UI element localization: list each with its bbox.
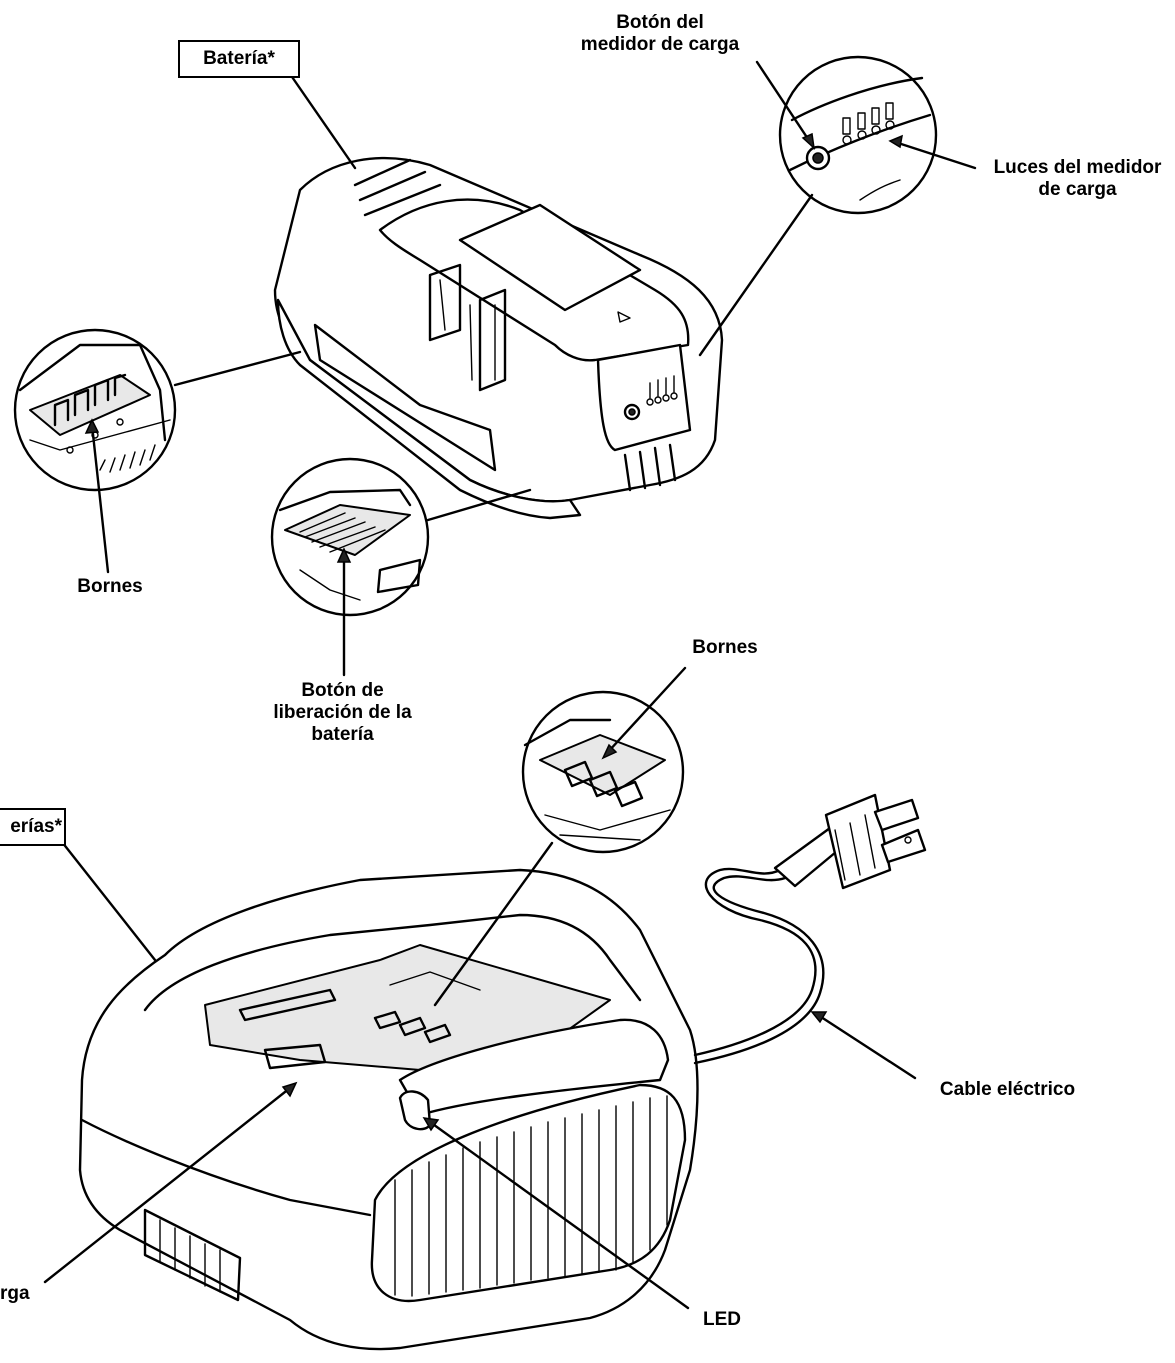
gauge-zoom-circle xyxy=(778,55,938,215)
gauge-button-arrow xyxy=(755,60,814,147)
gauge-zoom-connector xyxy=(698,193,814,357)
battery-label-box: Batería* xyxy=(178,40,300,78)
charger-terminals-arrow xyxy=(606,666,687,754)
power-cord-label: Cable eléctrico xyxy=(925,1079,1090,1101)
charge-gauge-button-label-line1: Botón del xyxy=(616,12,704,33)
charge-gauge-lights-label-line1: Luces del medidor xyxy=(993,157,1162,178)
charge-port-arrow xyxy=(43,1086,292,1284)
charge-gauge-lights-label-line2: de carga xyxy=(1038,179,1117,200)
charger-label-box: erías* xyxy=(0,808,66,846)
battery-leader-line xyxy=(288,72,357,170)
charge-port-label: rga xyxy=(0,1283,36,1305)
battery-terminals-connector xyxy=(173,350,302,387)
charge-gauge-button-label: Botón del medidor de carga xyxy=(560,12,760,56)
battery-terminals-arrow xyxy=(90,423,110,574)
charger-terminals-zoom-circle xyxy=(521,690,685,854)
charger-terminals-connector xyxy=(433,841,554,1007)
charger-illustration xyxy=(78,868,699,1351)
battery-illustration xyxy=(273,156,724,520)
charger-terminals-label-text: Bornes xyxy=(692,637,758,658)
battery-terminals-label-text: Bornes xyxy=(77,576,143,597)
battery-release-label-line1: Botón de xyxy=(301,680,384,701)
gauge-lights-arrow xyxy=(893,140,977,170)
battery-label: Batería* xyxy=(203,48,275,69)
charge-gauge-button-label-line2: medidor de carga xyxy=(580,34,740,55)
battery-release-label-line2: liberación de la xyxy=(273,702,412,723)
power-cord-illustration xyxy=(693,793,927,1065)
battery-release-label: Botón de liberación de la batería xyxy=(255,680,430,746)
led-label-text: LED xyxy=(703,1309,741,1330)
release-button-zoom-circle xyxy=(270,457,430,617)
battery-release-label-line3: batería xyxy=(311,724,374,745)
charger-terminals-label: Bornes xyxy=(675,637,775,659)
charger-leader-line xyxy=(60,840,157,962)
release-button-connector xyxy=(426,488,532,522)
charge-port-label-text: rga xyxy=(0,1283,30,1304)
led-label: LED xyxy=(692,1309,752,1331)
led-arrow xyxy=(428,1120,690,1310)
power-cord-arrow xyxy=(816,1013,917,1080)
charger-label: erías* xyxy=(10,816,62,837)
battery-terminals-zoom-circle xyxy=(13,328,177,492)
power-cord-label-text: Cable eléctrico xyxy=(939,1079,1076,1100)
charge-gauge-lights-label: Luces del medidor de carga xyxy=(985,157,1170,201)
battery-terminals-label: Bornes xyxy=(60,576,160,598)
